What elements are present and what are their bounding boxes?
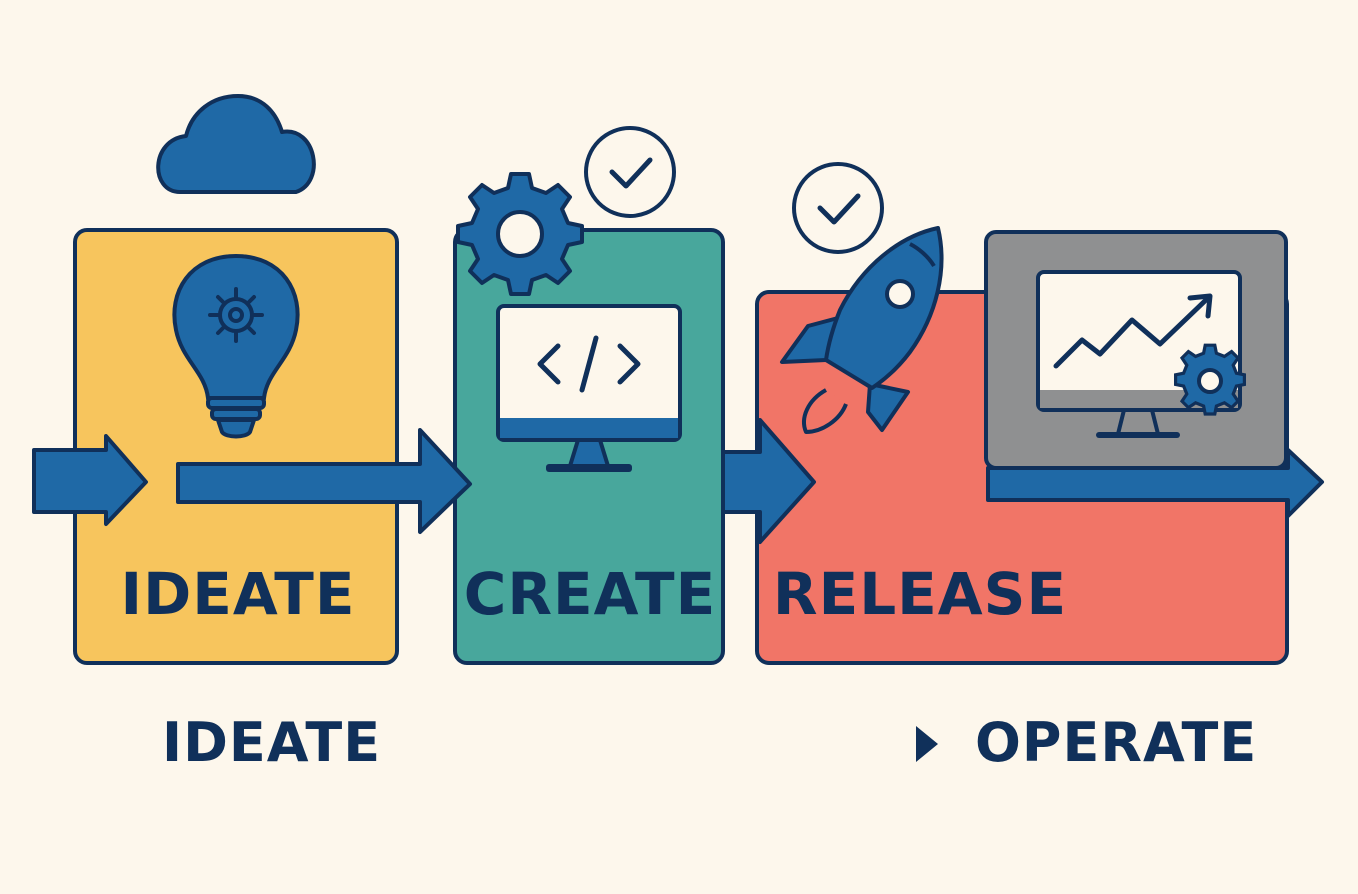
check-circle-icon	[584, 126, 676, 218]
gear-icon	[1173, 343, 1247, 416]
cloud-icon	[156, 94, 316, 194]
play-triangle-icon	[916, 726, 938, 762]
stage-operate	[984, 230, 1288, 470]
stage-create: CREATE	[453, 228, 725, 665]
flow-arrows	[32, 418, 1324, 544]
arrow-ideate-create-icon	[176, 428, 472, 534]
lightbulb-gear-icon	[172, 253, 300, 439]
code-monitor-icon	[496, 304, 682, 472]
stage-ideate: IDEATE	[73, 228, 399, 665]
arrow-create-release-icon	[721, 418, 816, 544]
footer-ideate-label: IDEATE	[162, 711, 382, 774]
ideate-box-label: IDEATE	[121, 560, 356, 628]
footer-operate-label: OPERATE	[975, 711, 1258, 774]
analytics-monitor-icon	[1036, 270, 1247, 438]
release-box-label: RELEASE	[773, 560, 1067, 628]
ideate-box	[73, 228, 399, 665]
arrow-in-icon	[32, 434, 148, 526]
rocket-icon	[780, 226, 944, 434]
arrow-out-icon	[986, 448, 1324, 518]
gear-icon	[456, 172, 584, 296]
create-box-label: CREATE	[464, 560, 716, 628]
check-circle-icon	[792, 162, 884, 254]
